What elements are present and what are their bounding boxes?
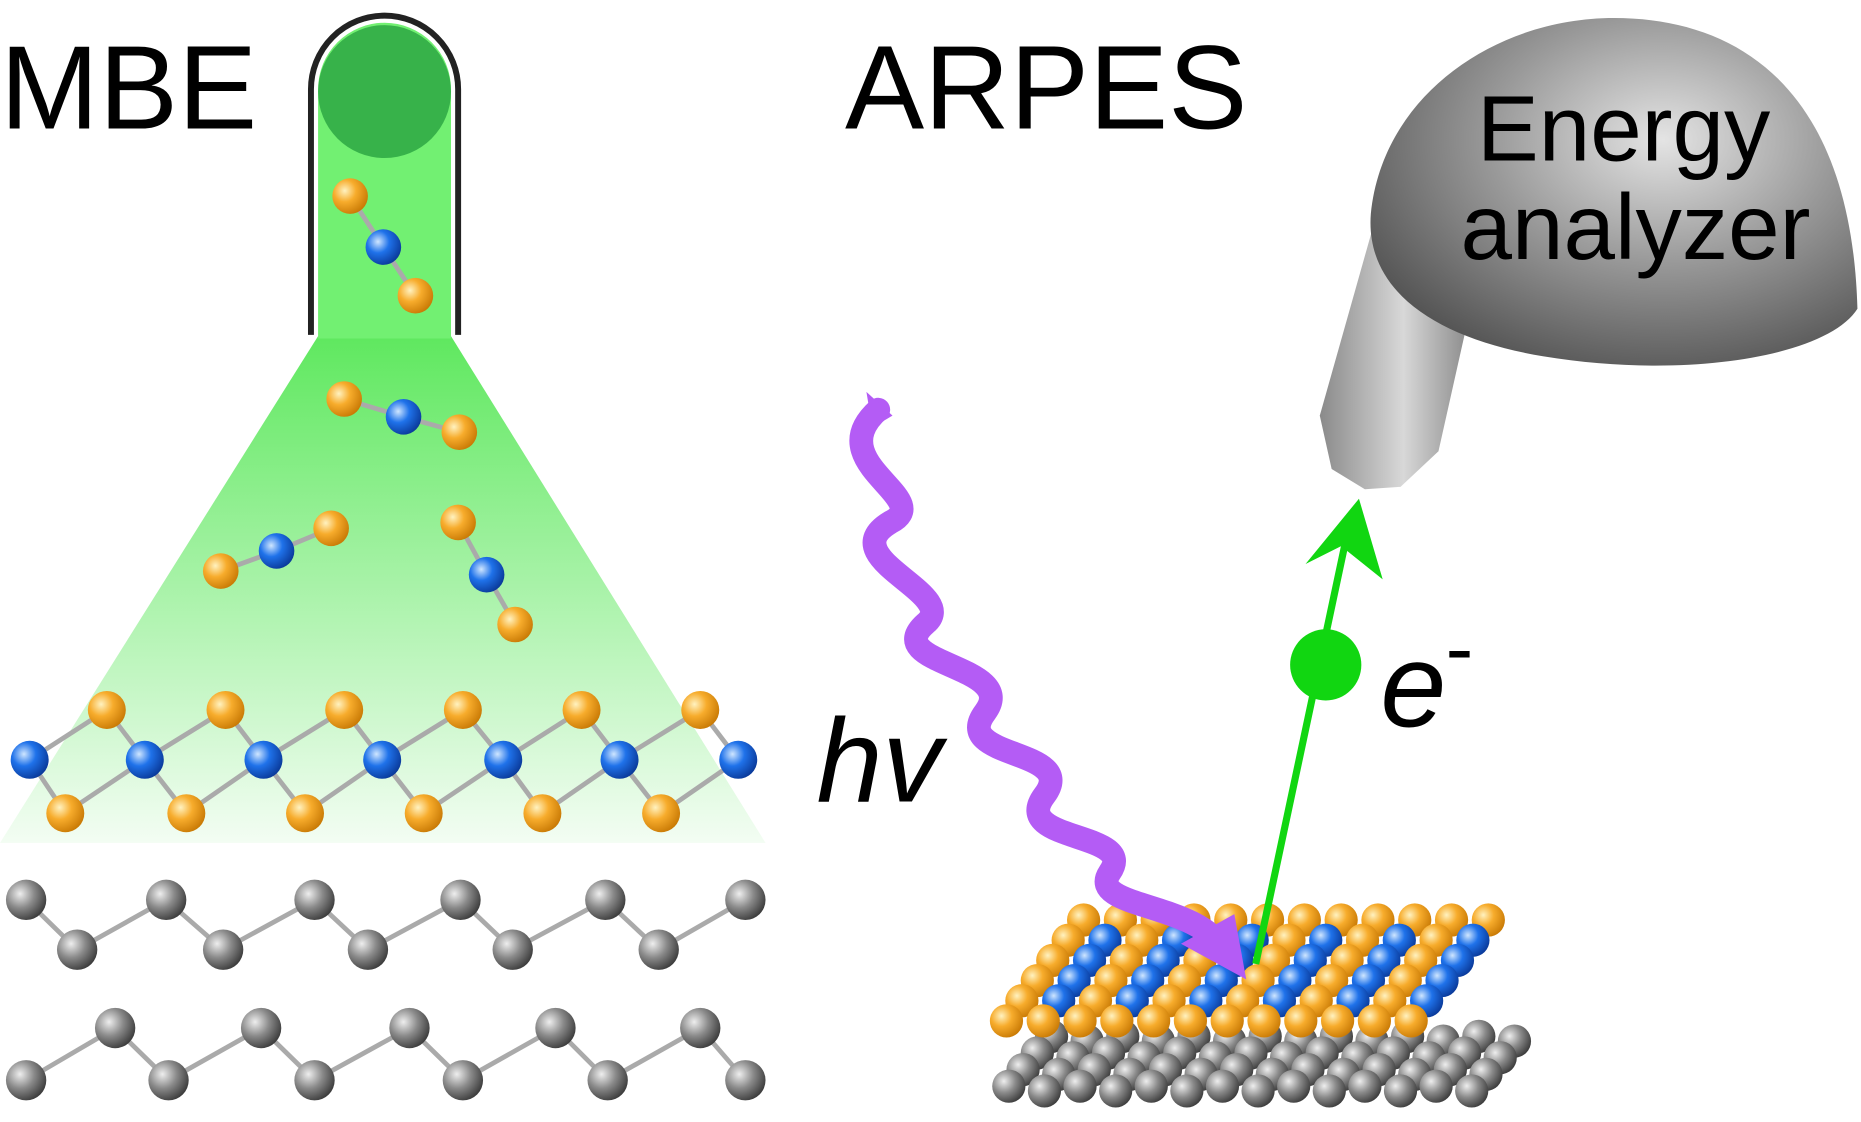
chalcogen-atom: [202, 553, 239, 589]
substrate-atom: [389, 1007, 430, 1049]
chalcogen-atom: [1026, 1004, 1060, 1038]
chalcogen-atom: [989, 1004, 1024, 1038]
source-material: [318, 25, 452, 159]
chalcogen-atom: [440, 504, 476, 541]
analyzer-label-line2: analyzer: [1461, 175, 1811, 279]
chalcogen-atom: [681, 690, 720, 729]
chalcogen-atom: [1210, 1004, 1244, 1038]
metal-atom: [363, 740, 402, 779]
chalcogen-atom: [1284, 1004, 1318, 1038]
chalcogen-atom: [443, 690, 482, 729]
substrate-atom: [1277, 1069, 1311, 1103]
substrate-atom: [294, 1060, 335, 1101]
electron-label: e: [1380, 621, 1446, 753]
substrate-atom: [585, 879, 626, 921]
analyzer-hemisphere: [1370, 18, 1858, 366]
chalcogen-atom: [523, 794, 562, 833]
substrate-atom: [202, 929, 244, 970]
chalcogen-atom: [1394, 1004, 1428, 1038]
chalcogen-atom: [1357, 1004, 1392, 1038]
substrate-atom: [5, 1060, 47, 1101]
substrate-atom: [638, 929, 679, 970]
metal-atom: [244, 740, 283, 779]
photon-arrowhead: [1180, 914, 1247, 980]
substrate-atom: [587, 1060, 628, 1101]
substrate-atom: [440, 879, 481, 921]
chalcogen-atom: [441, 414, 478, 451]
chalcogen-atom: [1173, 1004, 1208, 1038]
metal-atom: [468, 556, 505, 593]
substrate-atom: [1419, 1069, 1453, 1103]
metal-atom: [719, 740, 758, 779]
metal-atom: [600, 740, 639, 779]
chalcogen-atom: [642, 794, 681, 833]
chalcogen-atom: [313, 510, 349, 547]
substrate-atom: [347, 929, 389, 970]
metal-atom: [258, 533, 295, 569]
substrate-atom: [1027, 1074, 1062, 1108]
photon-arrow-tail: [866, 391, 893, 428]
photoelectron-arrowhead: [1305, 498, 1383, 580]
substrate-atom: [294, 879, 335, 921]
substrate-atom: [56, 929, 98, 970]
chalcogen-atom: [325, 690, 364, 729]
substrate-atom: [1099, 1074, 1133, 1108]
chalcogen-atom: [404, 794, 443, 833]
substrate-atom: [1063, 1069, 1097, 1103]
metal-atom: [385, 398, 422, 435]
substrate-atom: [725, 879, 766, 921]
chalcogen-atom: [46, 794, 85, 833]
substrate-atom: [1348, 1069, 1382, 1103]
chalcogen-atom: [332, 178, 368, 214]
arpes-title: ARPES: [845, 22, 1247, 154]
substrate-atom: [680, 1007, 721, 1049]
chalcogen-atom: [1100, 1004, 1134, 1038]
photoelectron-path: [1252, 533, 1351, 965]
substrate-atom: [535, 1007, 576, 1049]
substrate-atom: [492, 929, 533, 970]
substrate-atom: [145, 879, 187, 921]
substrate-atom: [1205, 1069, 1240, 1103]
chalcogen-atom: [326, 381, 362, 417]
effusion-cell-outline: [307, 12, 462, 335]
substrate-atom: [5, 879, 47, 921]
substrate-atom: [1455, 1074, 1489, 1108]
mbe-title: MBE: [0, 22, 257, 154]
photon-label: hv: [817, 695, 949, 827]
substrate-atom: [992, 1069, 1026, 1103]
metal-atom: [125, 740, 164, 779]
substrate-atom: [1312, 1074, 1346, 1108]
chalcogen-atom: [1320, 1004, 1355, 1038]
chalcogen-atom: [562, 690, 601, 729]
chalcogen-atom: [167, 794, 206, 833]
substrate-atom: [240, 1007, 282, 1049]
chalcogen-atom: [87, 690, 126, 729]
chalcogen-atom: [286, 794, 325, 833]
substrate-atom: [442, 1060, 484, 1101]
mbe-panel: MBE: [0, 12, 766, 1101]
sample-crystal: [989, 903, 1532, 1108]
chalcogen-atom: [397, 277, 434, 314]
substrate-atom: [148, 1060, 189, 1101]
substrate-atom: [1241, 1074, 1275, 1108]
metal-atom: [365, 229, 402, 265]
metal-atom: [484, 740, 523, 779]
chalcogen-atom: [497, 606, 533, 643]
chalcogen-atom: [1063, 1004, 1097, 1038]
electron-charge-label: -: [1446, 602, 1474, 695]
photoelectron: [1290, 629, 1362, 701]
substrate-atom: [725, 1060, 766, 1101]
energy-analyzer: Energy analyzer: [1319, 18, 1858, 490]
photon-wave: [849, 397, 1235, 962]
chalcogen-atom: [1137, 1004, 1171, 1038]
chalcogen-atom: [206, 690, 245, 729]
arpes-panel: ARPES Energy analyzer hv e -: [817, 18, 1858, 1108]
analyzer-label-line1: Energy: [1477, 76, 1771, 180]
chalcogen-atom: [1247, 1004, 1281, 1038]
metal-atom: [10, 740, 49, 779]
substrate-atom: [1383, 1074, 1418, 1108]
substrate-atom: [1170, 1074, 1204, 1108]
substrate-atom: [94, 1007, 136, 1049]
substrate-atom: [1134, 1069, 1168, 1103]
